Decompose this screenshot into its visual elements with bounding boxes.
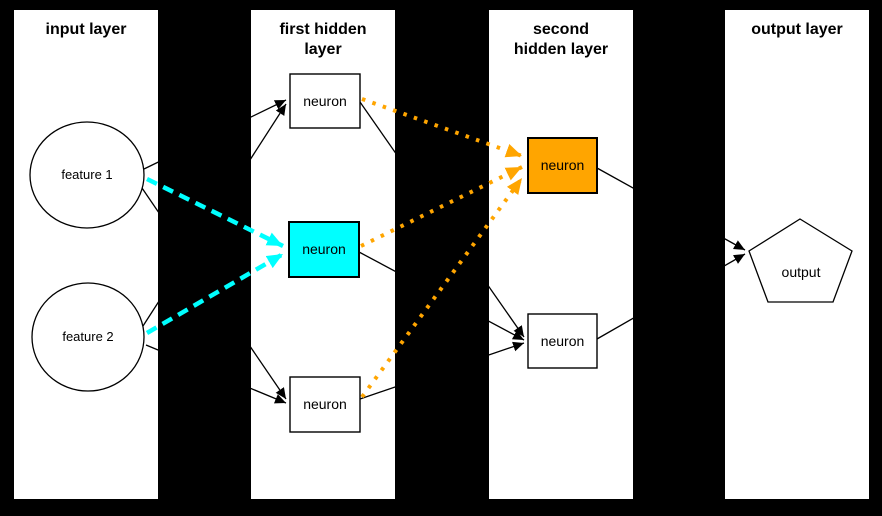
- h1-middle-neuron-box-cyan: [288, 221, 360, 278]
- edge-feature2-to-h1bottom: [145, 344, 287, 404]
- output-pentagon: [748, 218, 853, 303]
- feature-1-circle: [29, 121, 145, 229]
- dashed-cyan-edges: [145, 176, 285, 335]
- h2-bottom-neuron-box: [527, 313, 598, 369]
- h1-top-neuron-label: neuron: [303, 93, 347, 109]
- dotted-orange-edges: [360, 97, 524, 399]
- layer-title-input: input layer: [45, 21, 127, 38]
- feature-2-label: feature 2: [62, 329, 114, 344]
- h2-top-neuron-box-orange: [527, 137, 598, 194]
- h2-bottom-neuron-label: neuron: [540, 333, 585, 349]
- layer-title-output: output layer: [751, 21, 843, 38]
- edge-feature1-to-h1top: [143, 99, 287, 170]
- solid-edges: [141, 99, 746, 404]
- h2-top-neuron-label: neuron: [540, 157, 585, 173]
- h1-top-neuron-box: [289, 73, 361, 129]
- h1-bottom-neuron-box: [289, 376, 361, 433]
- edge-h1middle-to-h2top: [360, 165, 523, 248]
- edge-feature2-to-h1middle: [145, 252, 285, 335]
- edge-h1bottom-to-h2bottom: [359, 341, 525, 400]
- h1-bottom-neuron-label: neuron: [303, 396, 347, 412]
- panel-input-layer: [14, 10, 158, 499]
- panel-second-hidden-layer: [489, 10, 633, 499]
- edge-feature2-to-h1top: [142, 103, 287, 327]
- layer-title-first-hidden: first hidden layer: [279, 21, 367, 58]
- feature-1-label: feature 1: [61, 167, 113, 182]
- edge-h2top-to-output: [596, 167, 746, 251]
- h1-middle-neuron-label: neuron: [302, 241, 346, 257]
- edge-h1middle-to-h2bottom: [358, 251, 525, 341]
- edge-h2bottom-to-output: [596, 253, 746, 340]
- edge-h1bottom-to-h2top: [360, 176, 524, 399]
- feature-2-circle: [31, 282, 145, 392]
- edge-feature1-to-h1middle: [146, 176, 284, 249]
- output-node-label: output: [781, 264, 821, 280]
- edge-h1top-to-h2bottom: [359, 101, 525, 338]
- layer-title-second-hidden: second hidden layer: [513, 21, 609, 58]
